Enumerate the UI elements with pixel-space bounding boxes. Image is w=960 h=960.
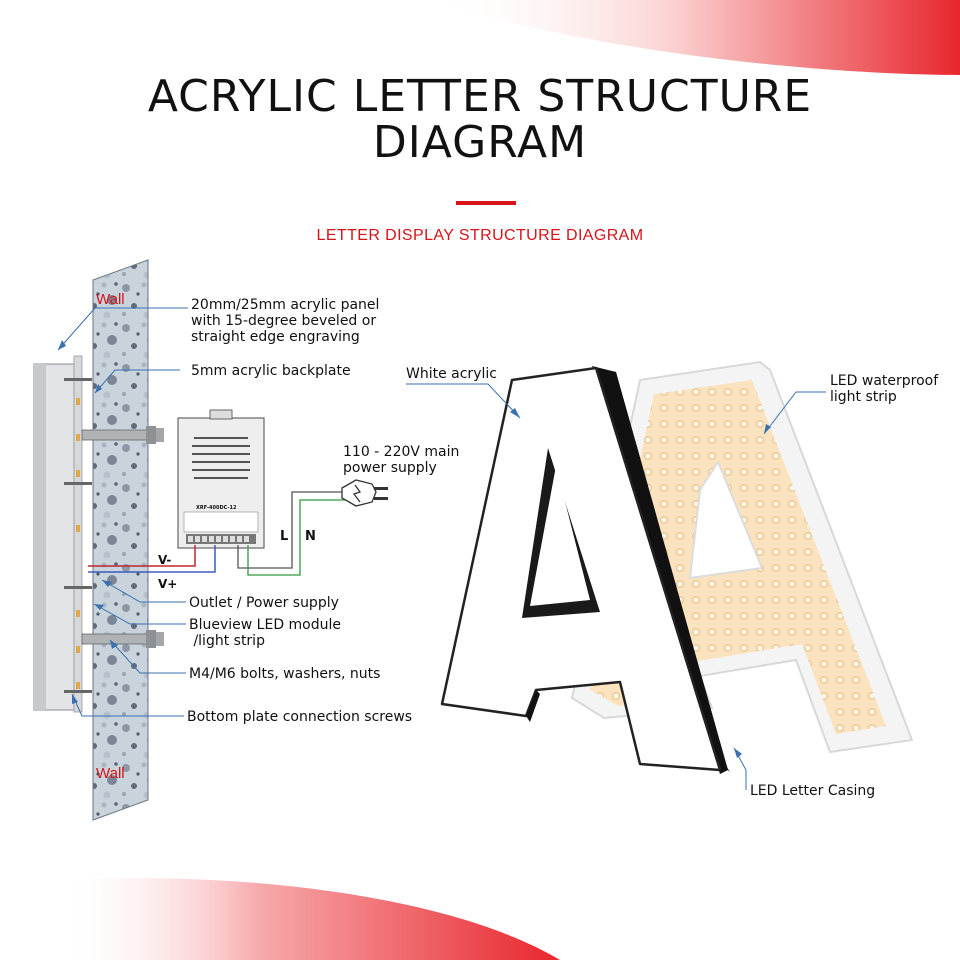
label-bolts: M4/M6 bolts, washers, nuts [189, 666, 381, 682]
wall-slab [92, 259, 149, 821]
wire-live [237, 491, 345, 569]
wire-label-live: L [280, 529, 289, 544]
polarity-v-minus: V- [158, 553, 172, 567]
polarity-v-plus: V+ [158, 577, 178, 591]
plug-icon [341, 479, 388, 507]
bottom-swoosh [60, 878, 560, 960]
label-white-acrylic: White acrylic [406, 366, 497, 382]
wall-label-bottom: Wall [96, 765, 125, 782]
wire-v-minus [88, 545, 196, 567]
backplate [73, 355, 83, 713]
pointer-arrowheads-left [58, 340, 118, 704]
pointer-arrowheads-right [510, 408, 771, 758]
label-outlet: Outlet / Power supply [189, 595, 339, 611]
bolts [81, 426, 164, 648]
screws [64, 378, 92, 693]
label-led-module: Blueview LED module /light strip [189, 617, 342, 649]
wire-neutral [247, 499, 345, 576]
title-divider [456, 201, 516, 205]
page-title-line-1: ACRYLIC LETTER STRUCTURE [147, 71, 813, 122]
label-mains-power: 110 - 220V main power supply [343, 444, 460, 476]
wall-label-top: Wall [96, 291, 125, 308]
wire-v-plus [88, 545, 216, 573]
label-backplate: 5mm acrylic backplate [191, 363, 351, 379]
label-led-strip: LED waterproof light strip [830, 373, 939, 405]
page-subtitle: LETTER DISPLAY STRUCTURE DIAGRAM [316, 227, 644, 244]
label-letter-casing: LED Letter Casing [750, 783, 876, 799]
power-supply-box [177, 409, 265, 549]
white-acrylic-a [440, 366, 730, 774]
led-module-dots [76, 398, 80, 689]
label-acrylic-panel: 20mm/25mm acrylic panel with 15-degree b… [191, 297, 380, 345]
top-swoosh [430, 0, 960, 75]
page-title-line-2: DIAGRAM [372, 117, 588, 168]
label-bottom-screws: Bottom plate connection screws [187, 709, 413, 725]
power-supply-model: XRF-400DC-12 [196, 505, 237, 511]
wire-label-neutral: N [305, 529, 316, 544]
